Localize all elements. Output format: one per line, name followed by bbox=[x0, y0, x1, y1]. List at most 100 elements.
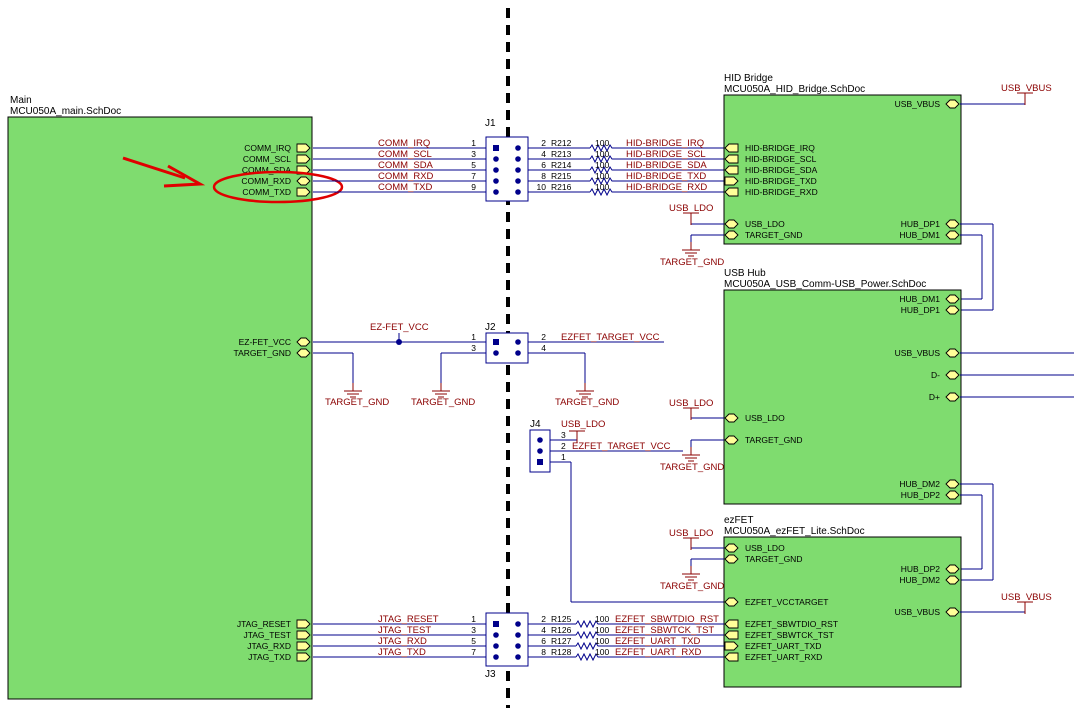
ground-symbol bbox=[681, 241, 701, 257]
pin-number: 7 bbox=[471, 171, 476, 181]
ground-symbol bbox=[575, 382, 595, 398]
resistor-ref: R125 bbox=[551, 614, 572, 624]
pin-number: 1 bbox=[471, 138, 476, 148]
main-sheet-name: Main bbox=[10, 95, 32, 106]
net-label: COMM_IRQ bbox=[378, 138, 430, 149]
connector-j1[interactable]: J1 1 3 5 7 9 2 4 6 8 10 bbox=[471, 118, 546, 202]
usb-hub-sheet[interactable]: USB Hub MCU050A_USB_Comm-USB_Power.SchDo… bbox=[723, 268, 962, 505]
pin-number: 2 bbox=[541, 614, 546, 624]
net-label: EZFET_SBWTDIO_RST bbox=[615, 614, 719, 625]
pin-number: 3 bbox=[471, 149, 476, 159]
ground-label: TARGET_GND bbox=[411, 397, 475, 408]
junction-dot bbox=[396, 339, 402, 345]
connector-j3[interactable]: J3 1 3 5 7 2 4 6 8 bbox=[471, 612, 546, 680]
hid-port-label: HID-BRIDGE_SDA bbox=[745, 165, 818, 175]
ezfet-port-label: EZFET_SBWTDIO_RST bbox=[745, 619, 838, 629]
pin-number: 8 bbox=[541, 171, 546, 181]
ground-label: TARGET_GND bbox=[660, 257, 724, 268]
net-label: HID-BRIDGE_TXD bbox=[626, 171, 706, 182]
pin-number: 4 bbox=[541, 343, 546, 353]
net-label: HID-BRIDGE_IRQ bbox=[626, 138, 704, 149]
hid-bridge-sheet[interactable]: HID Bridge MCU050A_HID_Bridge.SchDoc HID… bbox=[723, 73, 962, 245]
hid-port-label: HID-BRIDGE_IRQ bbox=[745, 143, 815, 153]
hid-sheet-file: MCU050A_HID_Bridge.SchDoc bbox=[724, 84, 865, 95]
main-port-label: JTAG_TEST bbox=[243, 630, 291, 640]
main-port-label: EZ-FET_VCC bbox=[239, 337, 291, 347]
annotation-arrow bbox=[122, 156, 344, 204]
hid-sheet-name: HID Bridge bbox=[724, 73, 773, 84]
power-label: USB_LDO bbox=[669, 203, 713, 214]
connector-j2[interactable]: J2 1 3 2 4 bbox=[471, 322, 546, 364]
hub-port-label: HUB_DM1 bbox=[899, 294, 940, 304]
resistor-value: 100 bbox=[595, 647, 609, 657]
comm-wires bbox=[313, 147, 486, 193]
main-sheet[interactable]: Main MCU050A_main.SchDoc COMM_IRQ COMM_S… bbox=[7, 95, 313, 700]
hub-dp1-dm1-wires bbox=[960, 223, 994, 311]
ezfet-port-label: EZFET_SBWTCK_TST bbox=[745, 630, 834, 640]
resistor-value: 100 bbox=[595, 149, 609, 159]
connector-ref: J4 bbox=[530, 419, 541, 430]
hub-port-label: HUB_DM2 bbox=[899, 479, 940, 489]
ezfet-vcc-wires bbox=[313, 333, 664, 383]
main-port-label: COMM_TXD bbox=[242, 187, 291, 197]
main-port-label: JTAG_RXD bbox=[247, 641, 291, 651]
pin-number: 6 bbox=[541, 636, 546, 646]
ezfet-port-label: EZFET_UART_TXD bbox=[745, 641, 821, 651]
net-label: COMM_RXD bbox=[378, 171, 434, 182]
connector-ref: J2 bbox=[485, 322, 496, 333]
hub-port-label: TARGET_GND bbox=[745, 435, 802, 445]
power-label: USB_LDO bbox=[669, 528, 713, 539]
main-port-label: COMM_RXD bbox=[241, 176, 291, 186]
hub-port-label: USB_VBUS bbox=[895, 348, 941, 358]
hub-sheet-name: USB Hub bbox=[724, 268, 766, 279]
resistor-value: 100 bbox=[595, 614, 609, 624]
ezfet-port-label: USB_LDO bbox=[745, 543, 785, 553]
net-label: EZFET_SBWTCK_TST bbox=[615, 625, 714, 636]
resistor-value: 100 bbox=[595, 171, 609, 181]
vcc-symbol bbox=[682, 212, 700, 226]
hid-port-label: HID-BRIDGE_SCL bbox=[745, 154, 817, 164]
net-label: HID-BRIDGE_SDA bbox=[626, 160, 707, 171]
pin-number: 9 bbox=[471, 182, 476, 192]
net-label: HID-BRIDGE_SCL bbox=[626, 149, 706, 160]
ezfet-sheet[interactable]: ezFET MCU050A_ezFET_Lite.SchDoc USB_LDO … bbox=[723, 515, 962, 688]
hid-port-label: HUB_DM1 bbox=[899, 230, 940, 240]
resistor-ref: R128 bbox=[551, 647, 572, 657]
power-label: USB_LDO bbox=[669, 398, 713, 409]
ground-label: TARGET_GND bbox=[325, 397, 389, 408]
main-port-label: JTAG_TXD bbox=[248, 652, 291, 662]
main-port-label: COMM_IRQ bbox=[244, 143, 291, 153]
ezfet-port-label: TARGET_GND bbox=[745, 554, 802, 564]
net-label: EZFET_TARGET_VCC bbox=[572, 441, 671, 452]
ground-label: TARGET_GND bbox=[660, 462, 724, 473]
resistor-ref: R212 bbox=[551, 138, 572, 148]
pin-number: 2 bbox=[541, 332, 546, 342]
ground-symbol bbox=[343, 382, 363, 398]
hid-port-label: TARGET_GND bbox=[745, 230, 802, 240]
net-label: HID-BRIDGE_RXD bbox=[626, 182, 707, 193]
pin-number: 7 bbox=[471, 647, 476, 657]
vcc-symbol bbox=[1016, 92, 1034, 106]
j4-wires bbox=[550, 431, 724, 603]
pin-number: 8 bbox=[541, 647, 546, 657]
resistor-symbols bbox=[589, 143, 614, 197]
ezfet-port-label: EZFET_VCCTARGET bbox=[745, 597, 828, 607]
pin-number: 2 bbox=[541, 138, 546, 148]
hub-port-label: HUB_DP2 bbox=[901, 490, 940, 500]
ground-symbol bbox=[681, 565, 701, 581]
jtag-wires bbox=[313, 623, 486, 658]
ezfet-jtag-wires bbox=[528, 623, 724, 658]
ezfet-sheet-name: ezFET bbox=[724, 515, 753, 526]
ezfet-port-label: USB_VBUS bbox=[895, 607, 941, 617]
hid-port-label: USB_VBUS bbox=[895, 99, 941, 109]
pin-number: 3 bbox=[471, 343, 476, 353]
hub-port-label: D- bbox=[931, 370, 940, 380]
net-label: JTAG_TEST bbox=[378, 625, 431, 636]
hub-dp2-dm2-wires bbox=[960, 483, 994, 581]
main-port-label: COMM_SDA bbox=[242, 165, 291, 175]
power-label: USB_VBUS bbox=[1001, 592, 1052, 603]
connector-j4[interactable]: J4 3 2 1 bbox=[529, 419, 566, 473]
net-label: JTAG_RXD bbox=[378, 636, 427, 647]
net-label: EZFET_TARGET_VCC bbox=[561, 332, 660, 343]
pin-number: 2 bbox=[561, 441, 566, 451]
